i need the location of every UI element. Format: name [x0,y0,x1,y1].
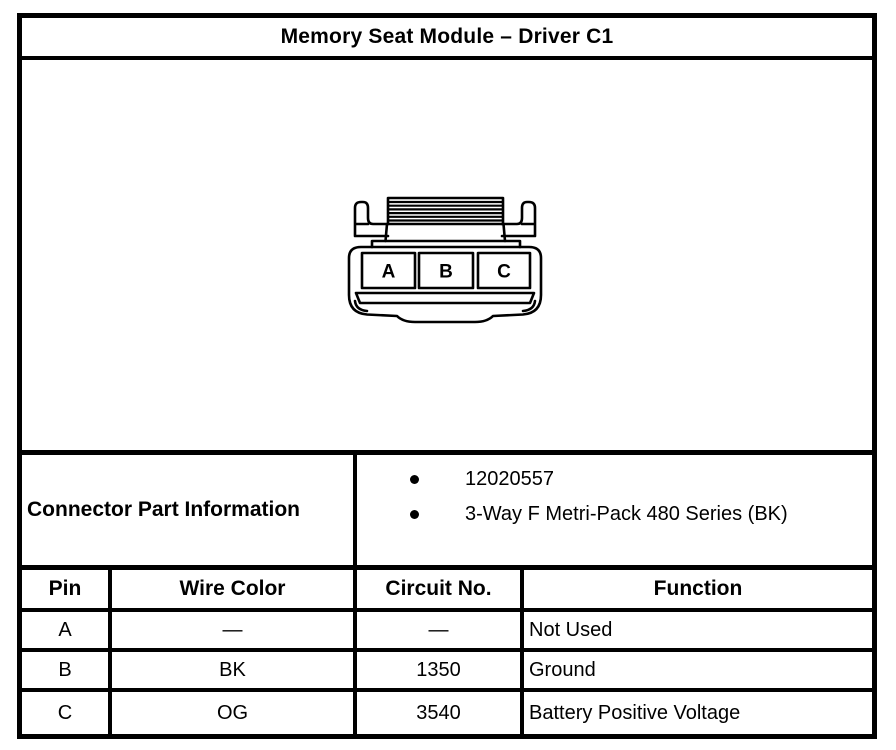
part-info-section: Connector Part Information 12020557 3-Wa… [22,455,872,570]
table-row-pin-c: C OG 3540 Battery Positive Voltage [22,692,872,734]
pin-cavity-b-label: B [439,262,453,283]
part-info-item: 3-Way F Metri-Pack 480 Series (BK) [357,497,872,532]
cell-circuit-no: 1350 [357,652,524,688]
skirt-inner-line-left [353,299,369,313]
pin-cavity-a [360,251,417,290]
cell-pin: C [22,692,112,734]
pin-cavity-a-label: A [382,262,396,283]
pin-cavity-c-label: C [497,262,511,283]
header-function: Function [653,577,743,600]
connector-diagram-area: A B C [22,60,872,455]
cell-circuit-no: — [357,612,524,648]
connector-body [347,245,543,324]
table-row-pin-b: B BK 1350 Ground [22,652,872,692]
pin-table-header-row: Pin Wire Color Circuit No. Function [22,570,872,612]
part-info-item: 12020557 [357,462,872,497]
left-ear-tab [353,200,390,238]
lock-tab-sides [384,222,507,243]
connector-spec-sheet: Memory Seat Module – Driver C1 A [17,13,877,739]
cell-pin: B [22,652,112,688]
cell-function: Battery Positive Voltage [529,701,741,724]
cell-function: Not Used [529,618,613,641]
pin-table: Pin Wire Color Circuit No. Function A — … [22,570,872,734]
lock-tab-ribs [386,200,505,222]
cell-pin: A [22,612,112,648]
table-row-pin-a: A — — Not Used [22,612,872,652]
cell-wire-color: — [112,612,357,648]
part-info-content: 12020557 3-Way F Metri-Pack 480 Series (… [357,455,872,565]
cell-wire-color: OG [112,692,357,734]
connector-face-drawing-icon: A B C [347,196,543,324]
cell-circuit-no: 3540 [357,692,524,734]
pin-cavity-c [476,251,532,290]
right-ear-tab [500,200,537,238]
cell-wire-color: BK [112,652,357,688]
cell-function: Ground [529,658,596,681]
part-info-label: Connector Part Information [22,455,357,565]
pin-cavity-b [417,251,475,290]
part-info-list: 12020557 3-Way F Metri-Pack 480 Series (… [357,462,872,532]
page-title: Memory Seat Module – Driver C1 [22,18,872,60]
step-band [370,239,522,249]
terminal-strip [354,291,536,305]
header-pin: Pin [22,570,112,608]
skirt-inner-line-right [521,299,537,313]
header-wire-color: Wire Color [112,570,357,608]
lock-tab [386,196,505,226]
header-circuit-no: Circuit No. [357,570,524,608]
